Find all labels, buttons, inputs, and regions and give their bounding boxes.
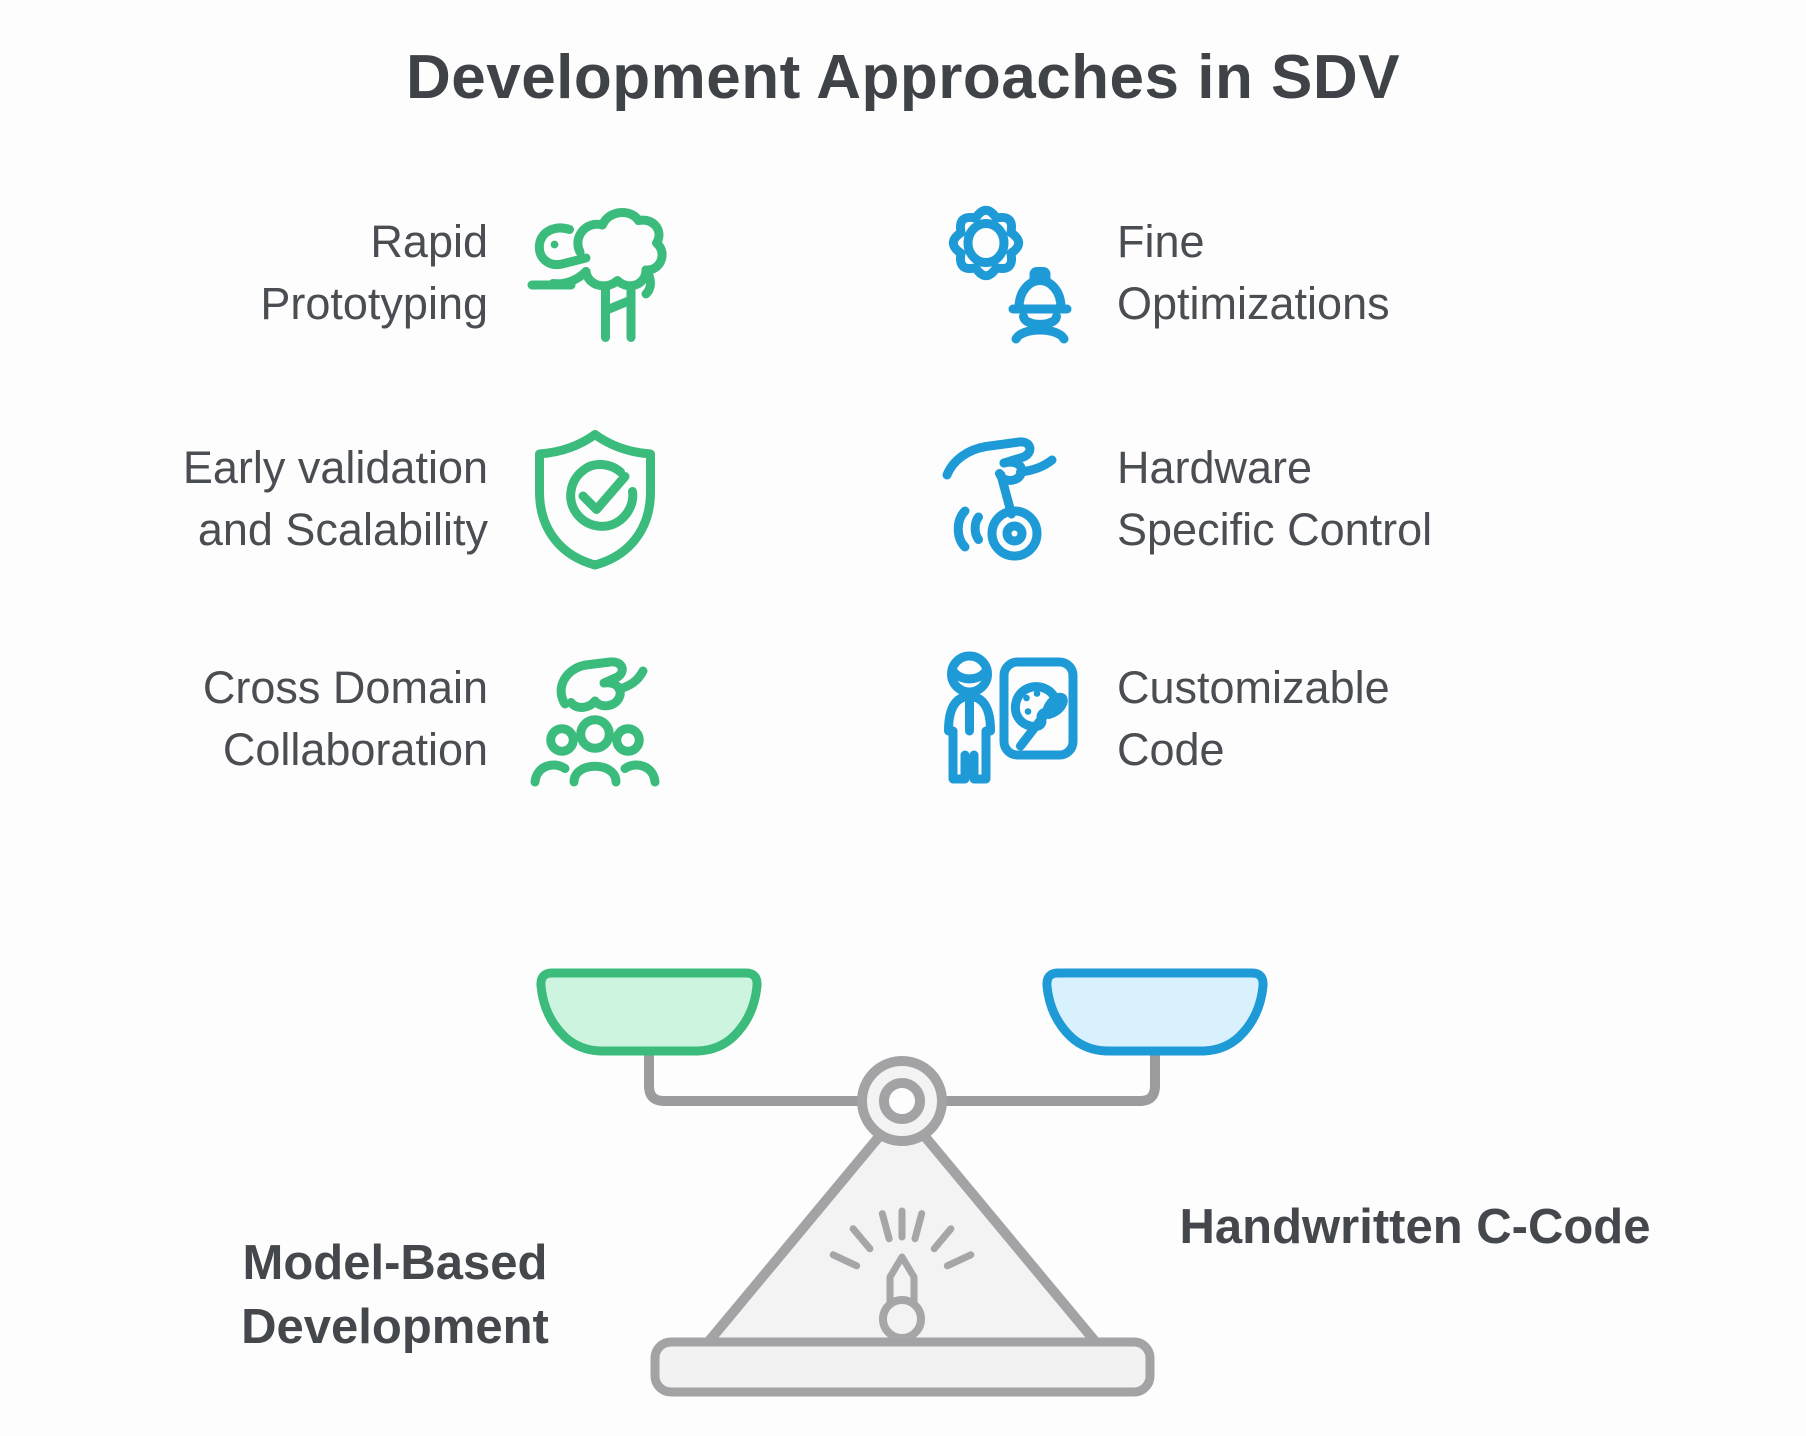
page-title: Development Approaches in SDV: [405, 43, 1401, 112]
feature-item-rapid-prototyping: Rapid Prototyping: [78, 188, 670, 358]
scale-gauge-hub: [879, 1296, 925, 1342]
feature-label: Rapid Prototyping: [260, 211, 488, 335]
feature-item-cross-domain: Cross Domain Collaboration: [78, 634, 670, 804]
feature-line: Optimizations: [1117, 278, 1390, 329]
handwritten-line: Handwritten C-Code: [1179, 1200, 1651, 1254]
feature-label: Hardware Specific Control: [1117, 437, 1432, 561]
feature-item-early-validation: Early validation and Scalability: [78, 414, 670, 584]
feature-label: Early validation and Scalability: [183, 437, 488, 561]
model-based-label: Model-Based Development: [128, 1232, 662, 1359]
feature-label: Customizable Code: [1117, 657, 1390, 781]
balance-scale: [536, 968, 1268, 1397]
feature-item-hardware-control: Hardware Specific Control: [935, 414, 1595, 584]
feature-item-customizable-code: Customizable Code: [935, 634, 1595, 804]
feature-line: Fine: [1117, 215, 1205, 267]
scale-pivot-inner: [879, 1078, 925, 1124]
feature-line: Collaboration: [222, 724, 488, 775]
feature-line: Hardware: [1117, 441, 1313, 493]
sheep-jumping-fence-icon: [527, 208, 667, 342]
artist-canvas-icon: [944, 651, 1078, 784]
feature-line: Specific Control: [1117, 504, 1433, 555]
model-based-line: Model-Based: [242, 1236, 548, 1290]
feature-line: Early validation: [182, 441, 488, 493]
feature-line: and Scalability: [197, 504, 488, 555]
hand-yoyo-icon: [942, 437, 1057, 561]
handwritten-label: Handwritten C-Code: [1112, 1196, 1718, 1260]
scale-base: [650, 1337, 1155, 1397]
scale-gauge-rays: [829, 1207, 975, 1270]
feature-line: Prototyping: [260, 278, 488, 329]
feature-item-fine-optimizations: Fine Optimizations: [935, 188, 1595, 358]
feature-line: Rapid: [370, 215, 488, 267]
feature-label: Cross Domain Collaboration: [203, 657, 488, 781]
shield-check-icon: [535, 430, 655, 570]
gear-engineer-icon: [948, 205, 1072, 344]
left-scale-pan: [536, 968, 762, 1056]
hand-over-team-icon: [530, 657, 660, 787]
right-scale-pan: [1042, 968, 1268, 1056]
feature-line: Code: [1117, 724, 1225, 775]
feature-label: Fine Optimizations: [1117, 211, 1390, 335]
feature-line: Cross Domain: [202, 661, 488, 713]
feature-line: Customizable: [1117, 661, 1390, 713]
model-based-line: Development: [241, 1299, 549, 1354]
